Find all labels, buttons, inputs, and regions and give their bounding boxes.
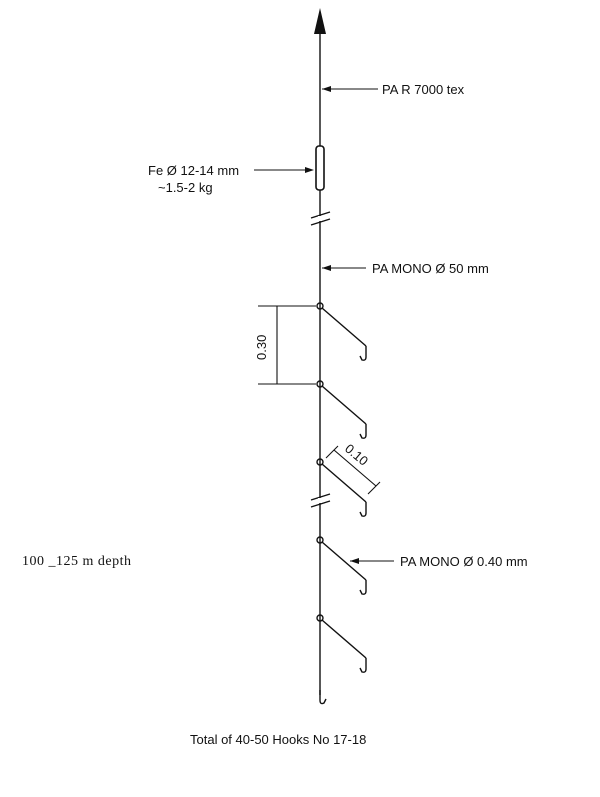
top-arrow: [314, 8, 326, 34]
upper-mono-label: PA MONO Ø 50 mm: [372, 261, 489, 276]
total-caption: Total of 40-50 Hooks No 17-18: [190, 732, 366, 747]
lower-mono-label: PA MONO Ø 0.40 mm: [400, 554, 528, 569]
sinker-weight-label: ~1.5-2 kg: [158, 180, 213, 195]
snood-ext-1: [325, 445, 339, 459]
break-mark-upper-1: [310, 211, 331, 219]
break-mark-lower-2: [310, 500, 331, 508]
hook-3: [316, 458, 367, 517]
break-gap-lower: [318, 498, 322, 503]
hook-2: [316, 380, 367, 439]
break-gap-upper: [318, 216, 322, 221]
sinker-pointer-arrow: [305, 167, 314, 173]
upper-mono-pointer-arrow: [322, 265, 331, 271]
hook-4: [316, 536, 367, 595]
bottom-hook: [319, 690, 327, 705]
lower-mono-pointer-arrow: [350, 558, 359, 564]
snood-ext-2: [367, 481, 381, 495]
break-mark-upper-2: [310, 218, 331, 226]
main-line-label: PA R 7000 tex: [382, 82, 465, 97]
sinker-spec-label: Fe Ø 12-14 mm: [148, 163, 239, 178]
depth-label: 100 _125 m depth: [22, 554, 132, 569]
sinker: [315, 145, 325, 191]
snood-length-label: 0.10: [342, 441, 371, 469]
main-line-pointer-arrow: [322, 86, 331, 92]
break-mark-lower-1: [310, 493, 331, 501]
snood-dim-line: [333, 449, 377, 487]
hook-1: [316, 302, 367, 361]
spacing-label: 0.30: [254, 335, 269, 360]
hook-5: [316, 614, 367, 673]
